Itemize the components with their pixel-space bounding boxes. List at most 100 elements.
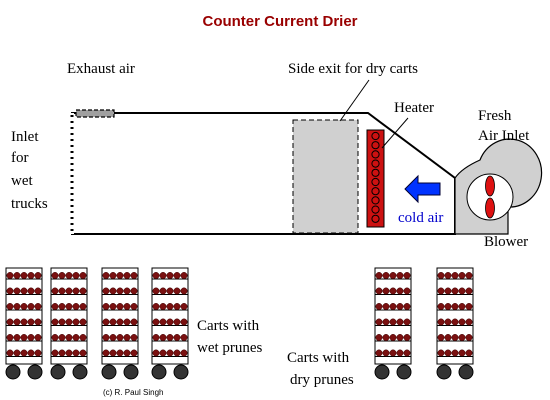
prune [159,318,167,326]
fresh-air-label-line1: Fresh [478,108,512,124]
diagram-title: Counter Current Drier [202,13,357,30]
blower-fan-ring [466,173,514,221]
prune [109,272,117,279]
prune [166,318,174,326]
prune [173,303,181,310]
prune [389,303,397,310]
prune [458,334,466,341]
cart-wheel [396,364,412,380]
prune [458,349,466,357]
wet-cart [101,267,139,380]
cart-frame [5,267,43,365]
prune [437,334,445,341]
prune [51,334,59,341]
prune [34,334,42,341]
prune [173,272,181,279]
cart-wheel [151,364,167,380]
prune [451,334,459,341]
prune [451,318,459,326]
prune [58,349,66,357]
prune [13,303,21,310]
prune [173,318,181,326]
heater-pointer [381,117,409,149]
prune [444,349,452,357]
prune [13,318,21,326]
prune [465,272,473,279]
prune [102,318,110,326]
prune [389,272,397,279]
prune [180,287,188,295]
prune [79,349,87,357]
prune [109,318,117,326]
prune [123,334,131,341]
prune [465,318,473,326]
prune [58,334,66,341]
heater-coils [371,131,380,223]
prune [173,334,181,341]
prune [116,334,124,341]
heater-coil [371,196,380,205]
prune [34,287,42,295]
dry-cart [374,267,412,380]
prune [58,287,66,295]
cart-frame [374,267,412,365]
prune [116,318,124,326]
side-exit-area [292,119,359,234]
prune [403,303,411,310]
prune [375,349,383,357]
dry-carts-label-line2: dry prunes [290,372,354,388]
heater-coil [371,214,380,223]
prune [109,349,117,357]
prune [79,303,87,310]
prune [375,334,383,341]
prune [159,349,167,357]
prune [166,349,174,357]
prune [109,287,117,295]
wet-carts-label-line2: wet prunes [197,340,263,356]
prune [382,349,390,357]
prune [65,318,73,326]
prune [20,303,28,310]
heater-coil [371,187,380,196]
prune [437,303,445,310]
prune [123,318,131,326]
prune [20,287,28,295]
prune [116,272,124,279]
prune [451,303,459,310]
prune [389,287,397,295]
prune [72,272,80,279]
cart-wheel [123,364,139,380]
prune [130,349,138,357]
prune [444,318,452,326]
exhaust-air-label: Exhaust air [67,61,135,77]
prune [159,303,167,310]
prune [102,272,110,279]
prune [382,334,390,341]
prune [382,303,390,310]
prune [27,318,35,326]
prune [465,287,473,295]
prune [382,318,390,326]
wet-cart [151,267,189,380]
prune [173,287,181,295]
prune [109,334,117,341]
prune [6,318,14,326]
prune [51,272,59,279]
cart-frame [50,267,88,365]
prune [152,349,160,357]
cart-wheel [458,364,474,380]
prune [51,287,59,295]
prune [123,349,131,357]
prune [20,349,28,357]
prune [382,287,390,295]
prune [27,349,35,357]
prune [27,287,35,295]
prune [65,303,73,310]
prune [437,287,445,295]
prune [396,272,404,279]
cart-wheel [101,364,117,380]
prune [180,349,188,357]
cart-wheel [50,364,66,380]
prune [6,287,14,295]
